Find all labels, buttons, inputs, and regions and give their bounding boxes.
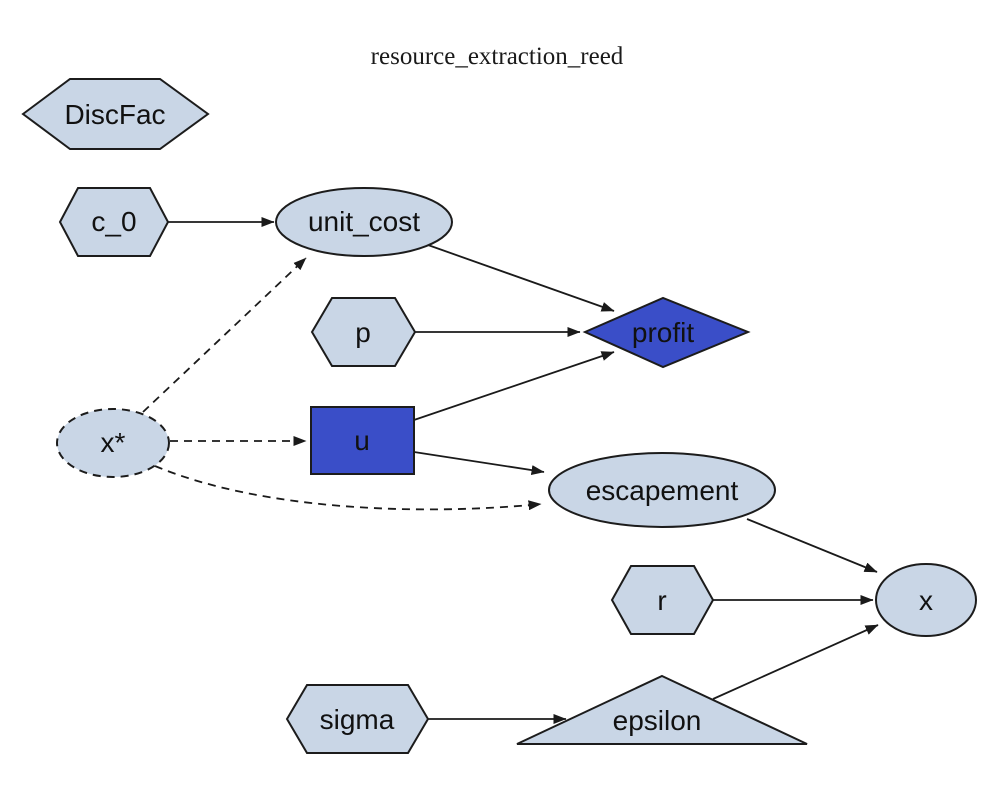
profit-diamond <box>582 296 751 369</box>
u-rectangle <box>310 406 415 475</box>
node-r: r <box>610 565 715 635</box>
node-p: p <box>310 297 417 367</box>
escapement-ellipse <box>548 452 776 528</box>
edge-unitcost-to-profit <box>427 244 615 312</box>
discfac-hexagon <box>21 78 210 150</box>
r-label: r <box>657 585 666 616</box>
edge-xstar-to-unitcost <box>142 257 307 413</box>
xstar-label: x* <box>101 427 126 458</box>
r-hexagon <box>610 565 715 635</box>
u-label: u <box>354 425 370 456</box>
escapement-label: escapement <box>586 475 739 506</box>
xstar-ellipse <box>56 408 170 478</box>
node-profit: profit <box>582 296 751 369</box>
node-discfac: DiscFac <box>21 78 210 150</box>
epsilon-triangle <box>516 674 808 745</box>
edge-xstar-to-escapement <box>154 465 542 511</box>
edge-escapement-to-x <box>746 518 878 573</box>
unitcost-label: unit_cost <box>308 206 420 237</box>
node-unitcost: unit_cost <box>275 187 453 257</box>
c0-hexagon <box>58 187 170 257</box>
node-c0: c_0 <box>58 187 170 257</box>
node-epsilon: epsilon <box>516 674 808 745</box>
node-sigma: sigma <box>285 684 430 754</box>
x-label: x <box>919 585 933 616</box>
p-label: p <box>355 317 371 348</box>
node-xstar: x* <box>56 408 170 478</box>
unitcost-ellipse <box>275 187 453 257</box>
edge-u-to-profit <box>413 351 615 421</box>
sigma-hexagon <box>285 684 430 754</box>
sigma-label: sigma <box>320 704 395 735</box>
edge-u-to-escapement <box>413 451 545 476</box>
p-hexagon <box>310 297 417 367</box>
epsilon-label: epsilon <box>613 705 702 736</box>
x-ellipse <box>875 563 977 637</box>
edge-epsilon-to-x <box>712 624 879 700</box>
node-u: u <box>310 406 415 475</box>
c0-label: c_0 <box>91 206 136 237</box>
node-escapement: escapement <box>548 452 776 528</box>
diagram-title: resource_extraction_reed <box>371 43 624 70</box>
node-x: x <box>875 563 977 637</box>
discfac-label: DiscFac <box>64 99 165 130</box>
profit-label: profit <box>632 317 694 348</box>
